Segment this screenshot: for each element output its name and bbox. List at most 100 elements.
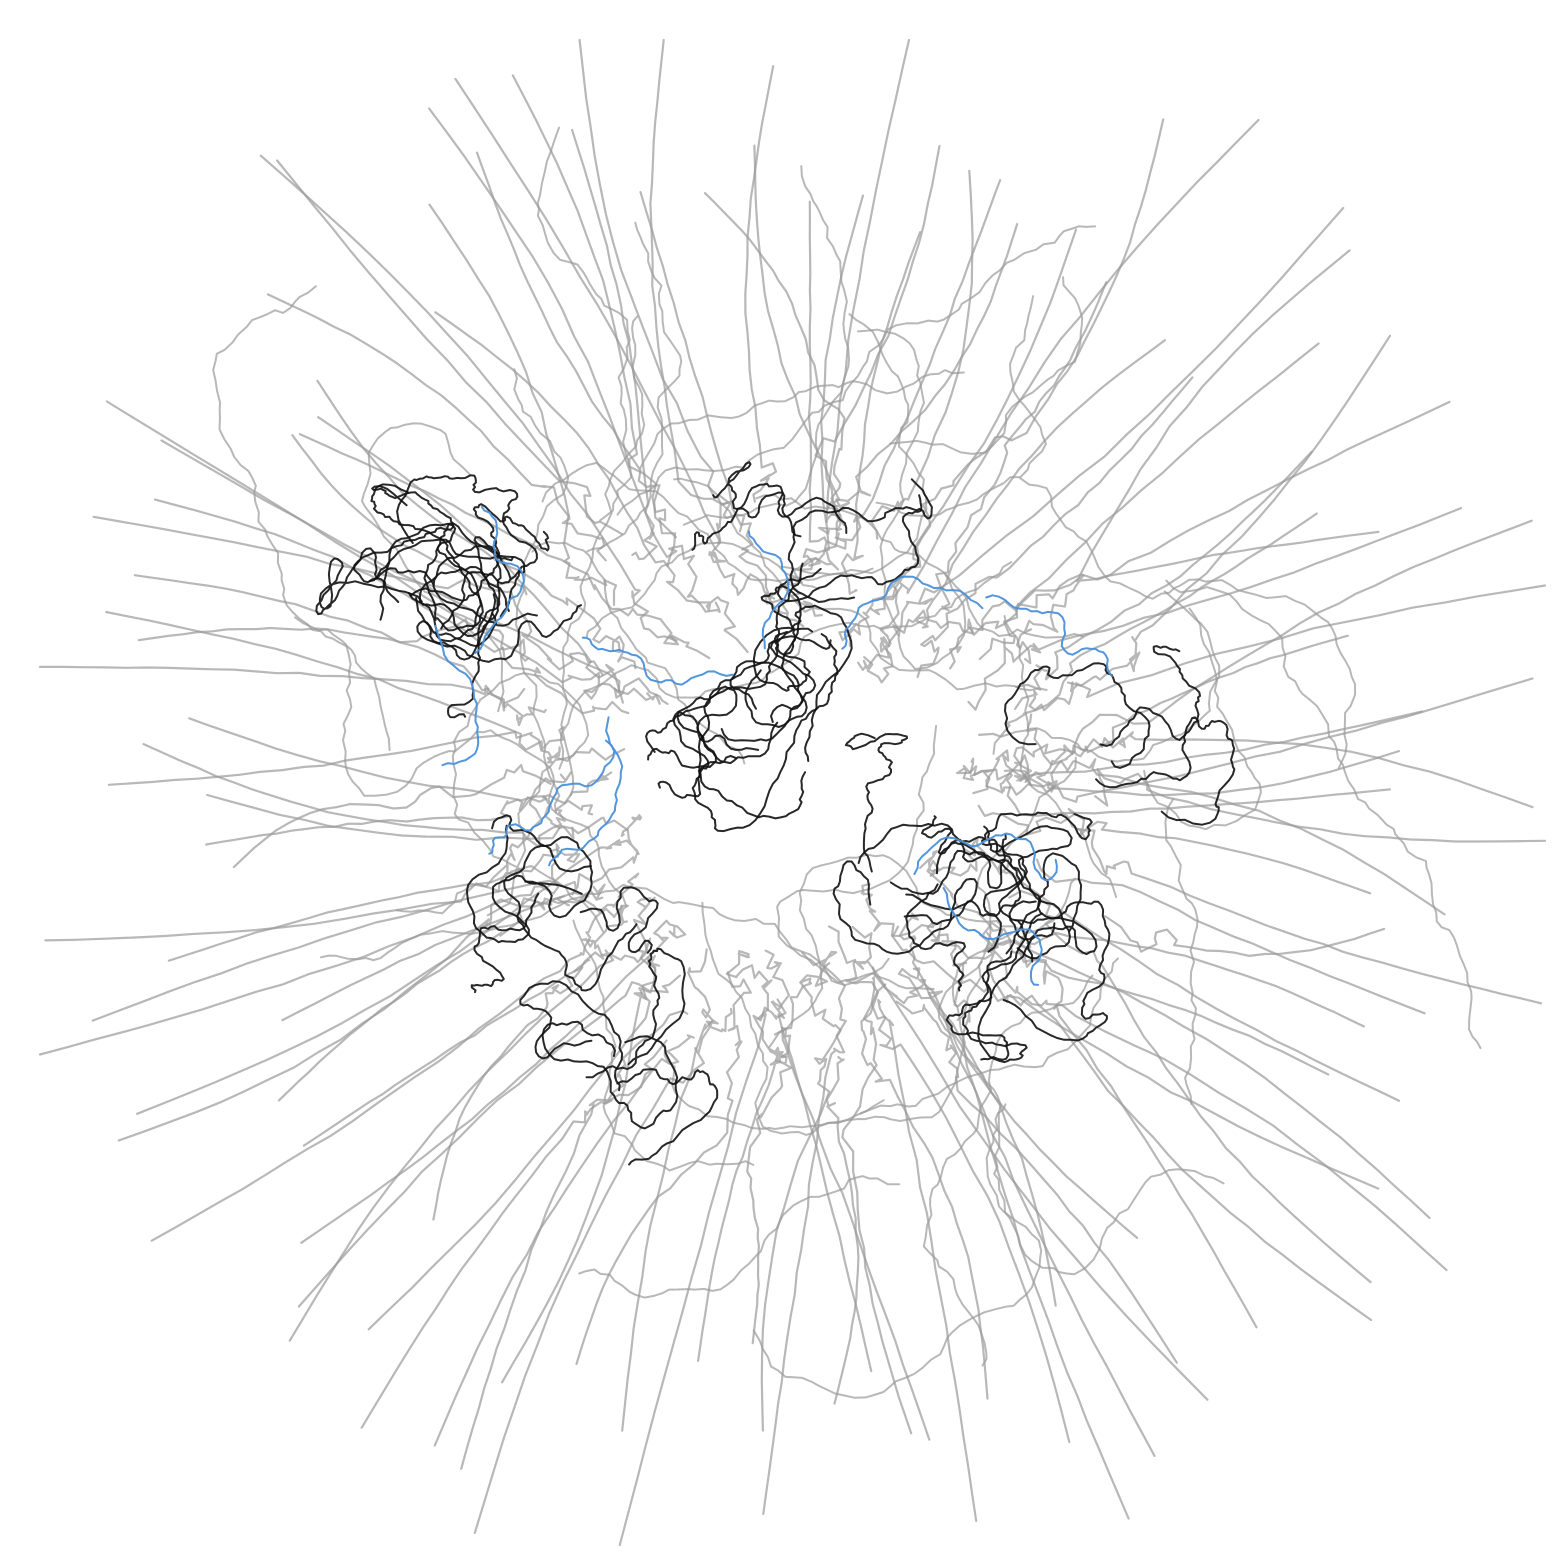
dense-trace [503,844,638,992]
radial-trace [1017,935,1258,1329]
dense-trace [368,538,526,630]
highlight-trace [474,505,525,655]
radial-trace [150,905,624,1242]
radial-trace [91,852,638,1022]
radial-trace [266,293,618,606]
dense-trace [616,1068,719,1166]
central-trace [541,461,874,583]
radial-trace [929,836,1401,1102]
radial-traces-layer [38,38,1547,1547]
radial-trace [919,850,1431,1219]
radial-trace [511,74,677,568]
radial-trace [828,925,989,1400]
highlight-trace [747,530,790,650]
radial-trace [949,400,1451,670]
dense-trace [905,883,966,992]
dense-trace [353,485,454,587]
highlight-trace [548,716,624,867]
central-trace [616,225,1097,516]
central-trace [451,672,590,917]
dense-trace [832,860,978,955]
radial-trace [863,206,1345,684]
radial-trace [297,974,681,1308]
radial-trace [428,107,721,613]
central-trace [560,315,646,797]
dense-trace [379,522,482,643]
dense-trace [1095,645,1201,789]
central-trace [780,313,928,576]
radial-trace [1066,334,1392,687]
dense-trace [1099,706,1236,826]
dense-trace [770,604,853,762]
radial-trace [927,249,1351,635]
radial-trace [475,151,677,539]
radial-trace [704,192,846,526]
radial-trace [317,416,624,704]
radial-trace [877,998,1071,1444]
radial-trace [571,128,658,561]
highlight-trace [841,575,984,650]
central-trace [585,541,820,639]
radial-trace [935,281,1108,612]
central-trace [875,295,1047,518]
central-trace [776,725,938,990]
dense-trace [844,732,908,873]
central-trace [752,1103,1043,1399]
radial-trace [1103,915,1386,957]
highlight-trace [913,832,1058,882]
radial-trace [1003,519,1533,773]
central-trace [1019,477,1357,769]
radial-trace [232,763,552,869]
radial-trace [1094,768,1547,843]
dense-trace [729,585,802,710]
highlight-traces-layer [434,505,1113,986]
dense-trace [645,661,808,753]
dense-trace [889,833,1007,895]
dense-trace [1004,662,1151,769]
radial-trace [277,883,606,1102]
radial-trace [916,376,1194,679]
dense-trace [752,562,814,692]
radial-trace [298,433,711,660]
radial-trace [764,949,873,1373]
central-trace [922,974,1094,1367]
radial-trace [1014,584,1547,712]
dense-trace [1008,852,1098,956]
radial-trace [38,848,581,1056]
radial-trace [840,231,922,595]
dense-trace [315,547,423,616]
radial-trace [978,342,1320,661]
radial-trace [825,1056,860,1405]
highlight-trace [985,594,1113,678]
radial-trace [697,998,787,1362]
dense-trace [921,815,1071,960]
dense-trace [541,1020,679,1130]
central-trace [536,126,632,522]
central-trace [513,368,570,814]
central-trace [956,756,1077,1021]
radial-trace [962,710,1424,781]
radial-trace [870,976,978,1522]
radial-trace [869,118,1165,616]
dense-trace [432,566,538,627]
radial-trace [762,950,847,1515]
dense-trace [416,604,582,663]
dense-trace [691,482,848,551]
central-trace [755,494,1085,639]
radial-trace [1002,758,1446,916]
dense-trace [776,494,923,603]
central-trace [1143,607,1262,831]
central-trace [857,328,967,670]
dense-traces-layer [315,461,1236,1166]
radial-trace [133,574,547,727]
radial-trace [891,925,1373,1322]
radial-trace [841,983,913,1435]
central-trace [531,540,746,765]
radial-trace [898,912,1380,1190]
dense-trace [981,811,1093,955]
dense-trace [519,980,624,1092]
radial-trace [473,1007,733,1534]
central-trace [639,369,965,470]
radial-trace [967,507,1463,711]
